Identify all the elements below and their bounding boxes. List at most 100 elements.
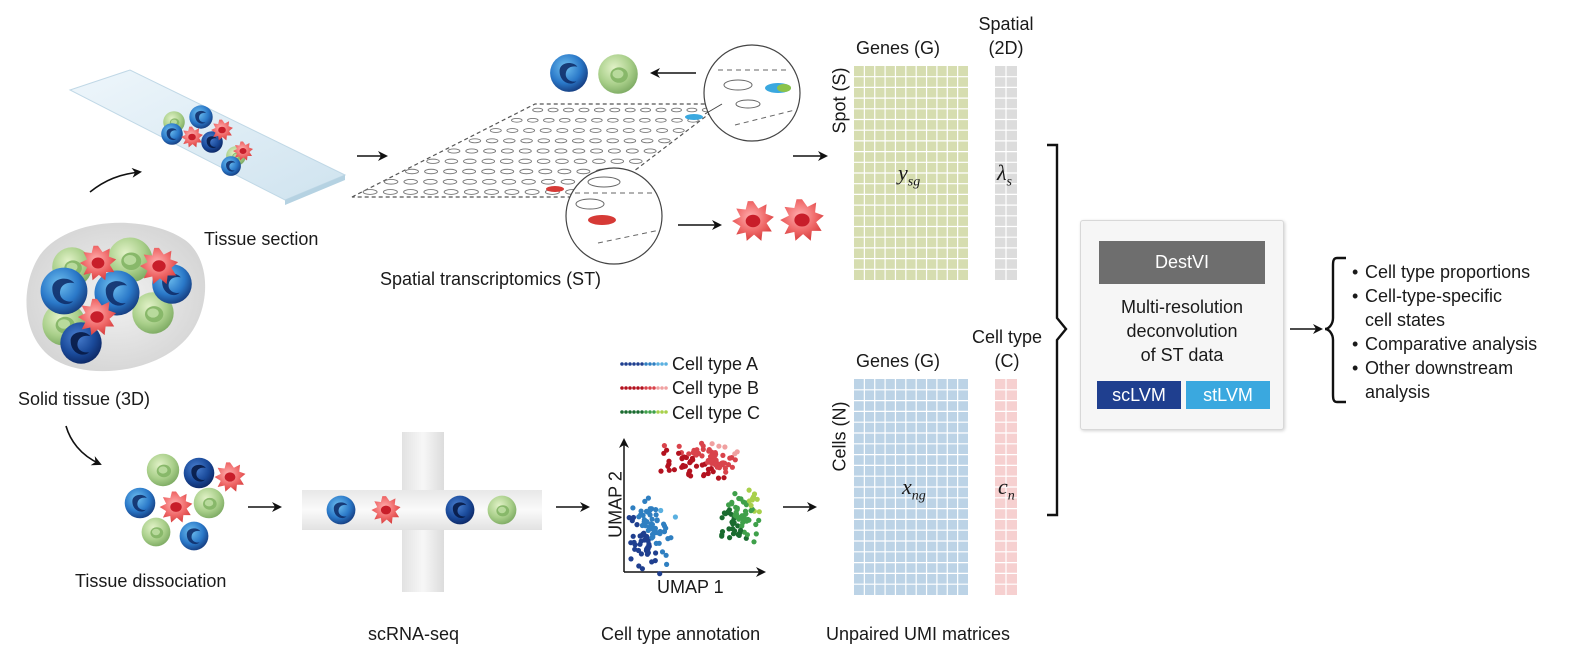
umap-point — [756, 509, 762, 515]
spatial-symbol: λs — [997, 160, 1012, 190]
legend-dot — [648, 410, 652, 414]
magnifier-top — [703, 44, 801, 142]
umap-point — [668, 535, 674, 541]
legend-dot — [660, 410, 664, 414]
umap-point — [744, 518, 750, 524]
tissue-section-label: Tissue section — [204, 229, 319, 249]
legend-dot — [660, 362, 664, 366]
destvi-desc-line3: of ST data — [1140, 345, 1224, 365]
legend-dot — [620, 386, 624, 390]
st-spot-label: Spot (S) — [829, 67, 850, 134]
umap-point — [630, 514, 637, 521]
st-matrix-symbol: ysg — [898, 160, 921, 190]
matrices-bracket — [1047, 143, 1068, 517]
umap-point — [707, 458, 713, 464]
umap-point — [649, 531, 656, 538]
umap-point — [722, 444, 728, 450]
legend-dot — [644, 362, 648, 366]
legend-dot — [628, 386, 632, 390]
umap-point — [706, 448, 712, 454]
umap-point — [645, 509, 651, 515]
umap-point — [645, 550, 652, 556]
umap-point — [719, 533, 725, 539]
legend-dot — [652, 386, 656, 390]
umap-point — [746, 487, 752, 493]
scrnaseq-label: scRNA-seq — [368, 624, 460, 644]
celltype-symbol: cn — [998, 474, 1015, 504]
umap-point — [701, 473, 707, 479]
umap-point — [657, 531, 663, 537]
umap-point — [637, 533, 643, 539]
umap-point — [656, 540, 662, 546]
umap-point — [756, 517, 762, 524]
umap-point — [739, 523, 745, 529]
destvi-title: DestVI — [1099, 241, 1265, 284]
spatial-transcriptomics-grid — [351, 103, 724, 198]
dissociated-cells — [124, 453, 246, 551]
output-item: Cell type proportions — [1352, 260, 1537, 284]
umap-point — [630, 505, 636, 511]
umap-point — [632, 546, 638, 552]
umap-point — [628, 556, 634, 562]
umap-point — [709, 453, 715, 459]
legend-dot — [664, 362, 668, 366]
umap-point — [676, 450, 682, 456]
umap-point — [661, 450, 667, 456]
umap-point — [753, 521, 759, 528]
legend-dot — [652, 362, 656, 366]
umap-point — [751, 539, 757, 545]
destvi-desc-line1: Multi-resolution — [1120, 297, 1244, 317]
umap-point — [736, 495, 742, 502]
umap-point — [721, 475, 727, 481]
tissue-dissociation-label: Tissue dissociation — [75, 571, 227, 591]
umap-point — [690, 450, 696, 456]
umap-point — [645, 495, 652, 501]
flow-arrows — [65, 68, 1323, 512]
umap-point — [715, 475, 722, 481]
legend-dot — [640, 386, 644, 390]
legend-dot — [656, 386, 660, 390]
legend-dot — [628, 410, 632, 414]
umap-point — [634, 522, 640, 528]
umap-plot — [619, 362, 766, 577]
umap-point — [738, 514, 744, 520]
legend-dot — [632, 410, 636, 414]
umap-point — [664, 561, 670, 568]
st-genes-label: Genes (G) — [856, 38, 941, 58]
umap-point — [663, 552, 669, 558]
umap-point — [751, 491, 758, 497]
outputs-bracket — [1324, 256, 1346, 404]
cell-type-annotation-label: Cell type annotation — [601, 624, 761, 644]
umap-point — [628, 540, 634, 546]
umap-point — [719, 515, 725, 521]
umap-point — [734, 449, 740, 455]
sc-genes-label: Genes (G) — [856, 351, 941, 371]
umap-point — [746, 498, 753, 504]
umap-point — [638, 551, 645, 557]
umap-point — [651, 527, 657, 533]
umap-point — [648, 521, 654, 527]
sc-matrix-symbol: xng — [902, 474, 926, 504]
legend-dot — [656, 410, 660, 414]
umap-point — [705, 470, 711, 477]
umap-point — [658, 507, 664, 514]
umap-point — [748, 502, 754, 509]
umap-point — [735, 523, 741, 529]
legend-dot — [636, 386, 640, 390]
legend-dot — [636, 410, 640, 414]
umap-point — [657, 571, 663, 577]
umap-point — [726, 502, 732, 508]
outputs-list: Cell type proportions Cell-type-specific… — [1352, 260, 1537, 404]
umap-point — [725, 462, 732, 468]
solid-tissue-label: Solid tissue (3D) — [18, 389, 151, 409]
umap-point — [732, 491, 738, 497]
st-red-cell-2 — [780, 199, 824, 241]
umap-point — [661, 521, 667, 527]
legend-dot — [640, 410, 644, 414]
umap-point — [642, 498, 648, 504]
umap-point — [659, 549, 666, 555]
legend-dot — [636, 362, 640, 366]
sclvm-badge: scLVM — [1097, 381, 1181, 409]
